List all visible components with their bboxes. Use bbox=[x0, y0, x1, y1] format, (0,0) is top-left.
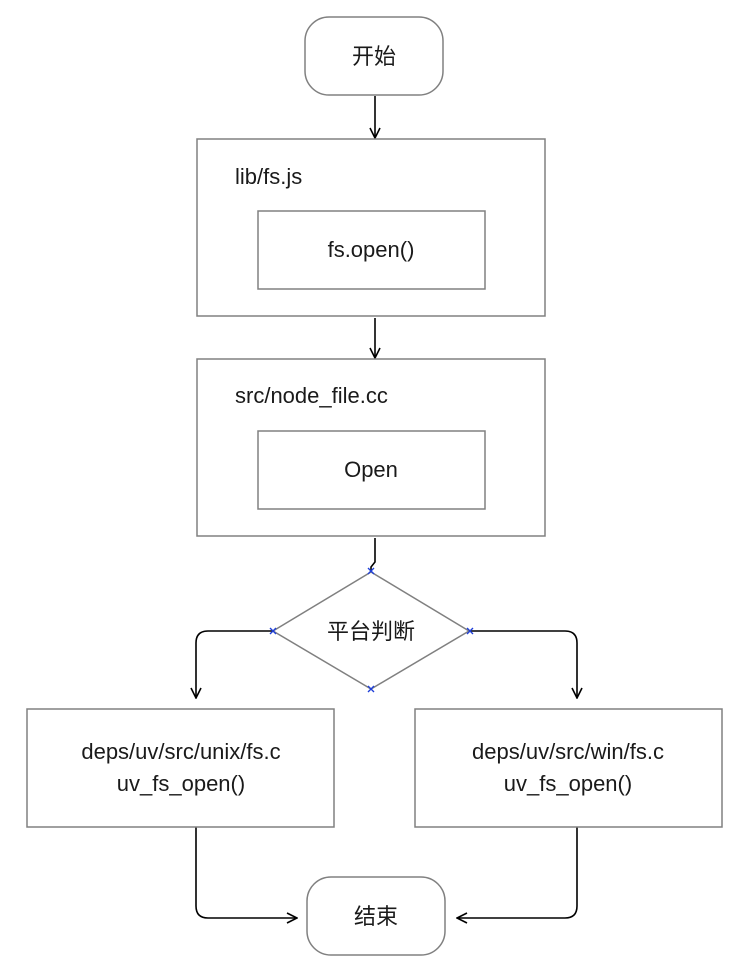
node-file-node[interactable]: src/node_file.cc Open bbox=[196, 358, 546, 537]
connector-decision-to-unix bbox=[196, 630, 273, 698]
anchor-bottom-icon bbox=[367, 685, 375, 693]
connector-win-to-end bbox=[457, 818, 578, 918]
win-box bbox=[414, 708, 723, 828]
node-file-title: src/node_file.cc bbox=[235, 383, 388, 408]
win-path-label: deps/uv/src/win/fs.c bbox=[472, 739, 664, 764]
start-terminal-shape bbox=[304, 16, 444, 96]
start-node[interactable]: 开始 bbox=[304, 16, 444, 96]
anchor-left-icon bbox=[269, 627, 277, 635]
connector-decision-to-win bbox=[470, 630, 577, 698]
open-label: Open bbox=[344, 457, 398, 482]
anchor-right-icon bbox=[466, 627, 474, 635]
decision-label: 平台判断 bbox=[327, 619, 415, 644]
anchor-top-icon bbox=[367, 567, 375, 575]
win-function-label: uv_fs_open() bbox=[504, 771, 632, 796]
open-box bbox=[257, 430, 486, 510]
connector-node-file-to-decision bbox=[370, 538, 376, 572]
fs-open-label: fs.open() bbox=[328, 237, 415, 262]
unix-node[interactable]: deps/uv/src/unix/fs.c uv_fs_open() bbox=[26, 708, 335, 828]
win-node[interactable]: deps/uv/src/win/fs.c uv_fs_open() bbox=[414, 708, 723, 828]
connector-unix-to-end bbox=[195, 818, 297, 918]
end-node[interactable]: 结束 bbox=[306, 876, 446, 956]
connectors bbox=[196, 96, 577, 918]
end-label: 结束 bbox=[354, 904, 398, 929]
unix-path-label: deps/uv/src/unix/fs.c bbox=[81, 739, 280, 764]
unix-box bbox=[26, 708, 335, 828]
fs-open-box bbox=[257, 210, 486, 290]
fs-js-title: lib/fs.js bbox=[235, 164, 302, 189]
fs-js-node[interactable]: lib/fs.js fs.open() bbox=[196, 138, 546, 317]
decision-node[interactable]: 平台判断 bbox=[269, 567, 474, 693]
end-terminal-shape bbox=[306, 876, 446, 956]
start-label: 开始 bbox=[352, 44, 396, 69]
anchor-markers bbox=[269, 567, 474, 693]
unix-function-label: uv_fs_open() bbox=[117, 771, 245, 796]
